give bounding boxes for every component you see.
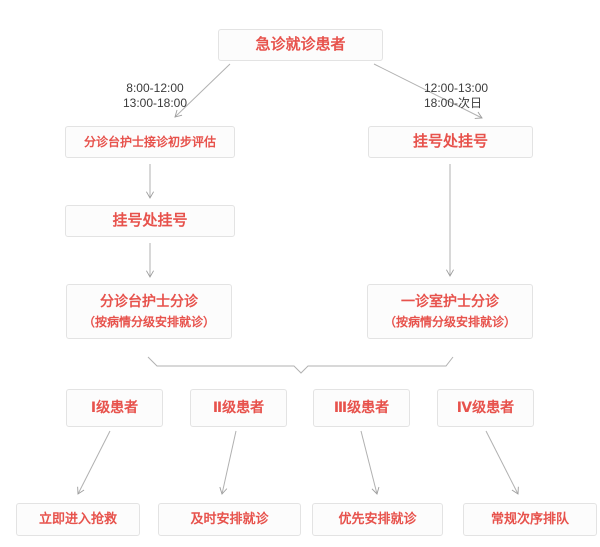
level3-patient-box: Ⅲ级患者 — [313, 389, 410, 427]
consult-room-triage-box-line2: （按病情分级安排就诊） — [383, 314, 516, 329]
outcome-regular-queue-box: 常规次序排队 — [463, 503, 597, 536]
arrow-level1-to-outcome1 — [77, 430, 111, 495]
triage-desk-box: 分诊台护士分诊 （按病情分级安排就诊） — [66, 284, 232, 339]
arrow-level3-to-outcome3 — [360, 430, 380, 495]
triage-desk-box-line1: 分诊台护士分诊 — [100, 293, 198, 310]
level1-patient-label: Ⅰ级患者 — [90, 399, 139, 416]
registration-box-left-label: 挂号处挂号 — [112, 211, 188, 229]
registration-box-right: 挂号处挂号 — [368, 126, 533, 158]
start-box-label: 急诊就诊患者 — [255, 35, 346, 53]
time-label-left-line2: 13:00-18:00 — [122, 96, 188, 110]
level4-patient-box: Ⅳ级患者 — [437, 389, 534, 427]
time-label-left: 8:00-12:00 13:00-18:00 — [114, 81, 196, 111]
arrow-level4-to-outcome4 — [485, 430, 519, 495]
level3-patient-label: Ⅲ级患者 — [333, 399, 390, 416]
outcome-priority-visit-label: 优先安排就诊 — [338, 511, 417, 527]
level2-patient-label: Ⅱ级患者 — [212, 399, 265, 416]
time-label-right-line1: 12:00-13:00 — [424, 81, 489, 95]
time-label-left-line1: 8:00-12:00 — [126, 81, 184, 95]
merge-brace — [147, 356, 454, 374]
level4-patient-label: Ⅳ级患者 — [456, 399, 515, 416]
arrow-level2-to-outcome2 — [219, 430, 237, 495]
outcome-rescue-label: 立即进入抢救 — [38, 511, 117, 527]
assessment-box: 分诊台护士接诊初步评估 — [65, 126, 235, 158]
outcome-regular-queue-label: 常规次序排队 — [490, 511, 569, 527]
level1-patient-box: Ⅰ级患者 — [66, 389, 163, 427]
assessment-box-label: 分诊台护士接诊初步评估 — [83, 134, 216, 149]
triage-desk-box-line2: （按病情分级安排就诊） — [82, 314, 215, 329]
consult-room-triage-box: 一诊室护士分诊 （按病情分级安排就诊） — [367, 284, 533, 339]
consult-room-triage-box-line1: 一诊室护士分诊 — [401, 293, 499, 310]
outcome-timely-visit-label: 及时安排就诊 — [190, 511, 269, 527]
registration-box-right-label: 挂号处挂号 — [412, 132, 488, 150]
time-label-right: 12:00-13:00 18:00-次日 — [424, 81, 514, 111]
time-label-right-line2: 18:00-次日 — [424, 96, 483, 110]
outcome-rescue-box: 立即进入抢救 — [16, 503, 140, 536]
outcome-priority-visit-box: 优先安排就诊 — [312, 503, 443, 536]
registration-box-left: 挂号处挂号 — [65, 205, 235, 237]
start-box: 急诊就诊患者 — [218, 29, 383, 61]
level2-patient-box: Ⅱ级患者 — [190, 389, 287, 427]
outcome-timely-visit-box: 及时安排就诊 — [158, 503, 301, 536]
